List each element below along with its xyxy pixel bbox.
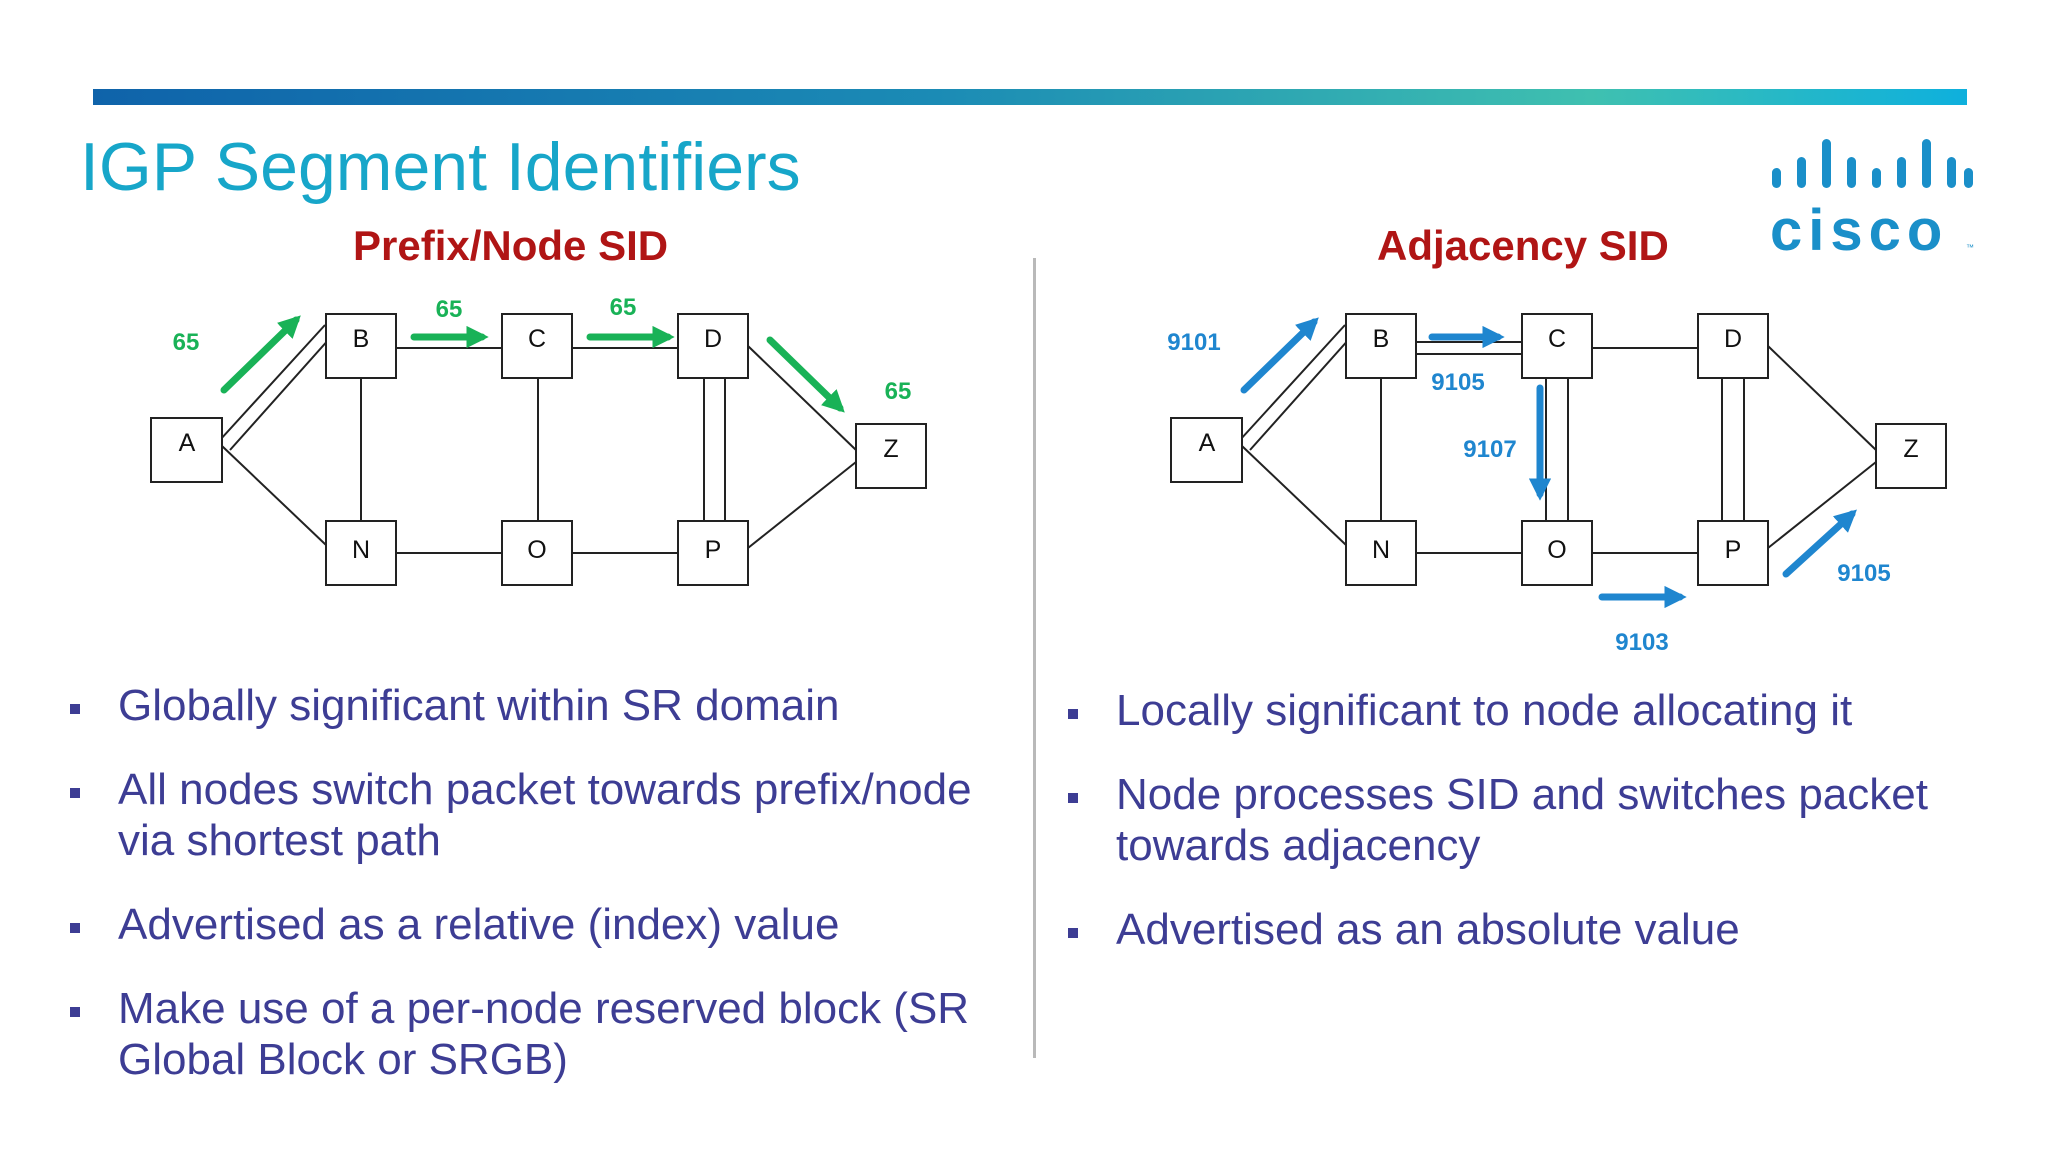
- column-divider: [1033, 258, 1036, 1058]
- prefix-node-sid-heading: Prefix/Node SID: [353, 222, 669, 269]
- left-node-c-label: C: [528, 325, 546, 353]
- right-node-c: [1521, 313, 1593, 379]
- bullet-item: Make use of a per-node reserved block (S…: [70, 983, 1030, 1085]
- left-node-a-label: A: [179, 429, 196, 457]
- bullet-item: All nodes switch packet towards prefix/n…: [70, 764, 1030, 866]
- prefix-sid-bullets: Globally significant within SR domain Al…: [70, 680, 1030, 1118]
- header-gradient-bar: [93, 89, 1967, 105]
- adjacency-sid-heading: Adjacency SID: [1377, 222, 1669, 269]
- diagram-links: [1239, 324, 1877, 554]
- left-sid-label-2: 65: [436, 296, 463, 323]
- right-sid-label-5: 9105: [1837, 560, 1890, 587]
- bullet-item: Globally significant within SR domain: [70, 680, 1030, 731]
- left-node-p-label: P: [705, 536, 722, 564]
- right-node-o-label: O: [1547, 536, 1566, 564]
- slide-title: IGP Segment Identifiers: [80, 129, 801, 205]
- left-sid-label-3: 65: [610, 294, 637, 321]
- left-node-p: [677, 520, 749, 586]
- left-node-d-label: D: [704, 325, 722, 353]
- right-sid-label-1: 9101: [1167, 329, 1220, 356]
- right-node-o: [1521, 520, 1593, 586]
- right-node-p: [1697, 520, 1769, 586]
- right-node-a-label: A: [1199, 429, 1216, 457]
- cisco-bars-icon: [1772, 139, 1973, 188]
- left-sid-arrow-1: [220, 315, 301, 394]
- right-node-b-label: B: [1373, 325, 1390, 353]
- left-node-z-label: Z: [883, 435, 898, 463]
- right-node-z: [1875, 423, 1947, 489]
- bullet-item: Locally significant to node allocating i…: [1068, 685, 2008, 736]
- right-node-d: [1697, 313, 1769, 379]
- left-sid-arrow-4: [766, 336, 845, 413]
- left-node-b: [325, 313, 397, 379]
- adjacency-sid-diagram: A B C D Z N O P 9101 9105 9107 9103 9105: [1167, 313, 1947, 656]
- left-node-b-label: B: [353, 325, 370, 353]
- left-sid-label-1: 65: [173, 329, 200, 356]
- right-node-p-label: P: [1725, 536, 1742, 564]
- bullet-item: Node processes SID and switches packet t…: [1068, 769, 2008, 871]
- cisco-logo: cisco ™: [1770, 135, 1976, 263]
- left-sid-label-4: 65: [885, 378, 912, 405]
- prefix-sid-diagram: A B C D Z N O P 65 65 65 65: [150, 294, 927, 586]
- left-node-c: [501, 313, 573, 379]
- right-node-z-label: Z: [1903, 435, 1918, 463]
- adjacency-sid-bullets: Locally significant to node allocating i…: [1068, 685, 2008, 988]
- right-node-c-label: C: [1548, 325, 1566, 353]
- bullet-item: Advertised as an absolute value: [1068, 904, 2008, 955]
- right-sid-label-2: 9105: [1431, 369, 1484, 396]
- right-node-b: [1345, 313, 1417, 379]
- right-node-n: [1345, 520, 1417, 586]
- left-node-o: [501, 520, 573, 586]
- right-node-n-label: N: [1372, 536, 1390, 564]
- left-node-n: [325, 520, 397, 586]
- left-node-o-label: O: [527, 536, 546, 564]
- diagram-links: [219, 324, 857, 554]
- right-sid-label-3: 9107: [1463, 436, 1516, 463]
- left-node-z: [855, 423, 927, 489]
- cisco-wordmark: cisco: [1770, 198, 1949, 263]
- bullet-item: Advertised as a relative (index) value: [70, 899, 1030, 950]
- right-sid-arrow-1: [1240, 317, 1319, 394]
- left-node-n-label: N: [352, 536, 370, 564]
- left-node-a: [150, 417, 223, 483]
- right-sid-arrow-5: [1782, 509, 1857, 578]
- trademark-mark: ™: [1966, 243, 1974, 252]
- right-node-a: [1170, 417, 1243, 483]
- left-node-d: [677, 313, 749, 379]
- right-sid-label-4: 9103: [1615, 629, 1668, 656]
- right-node-d-label: D: [1724, 325, 1742, 353]
